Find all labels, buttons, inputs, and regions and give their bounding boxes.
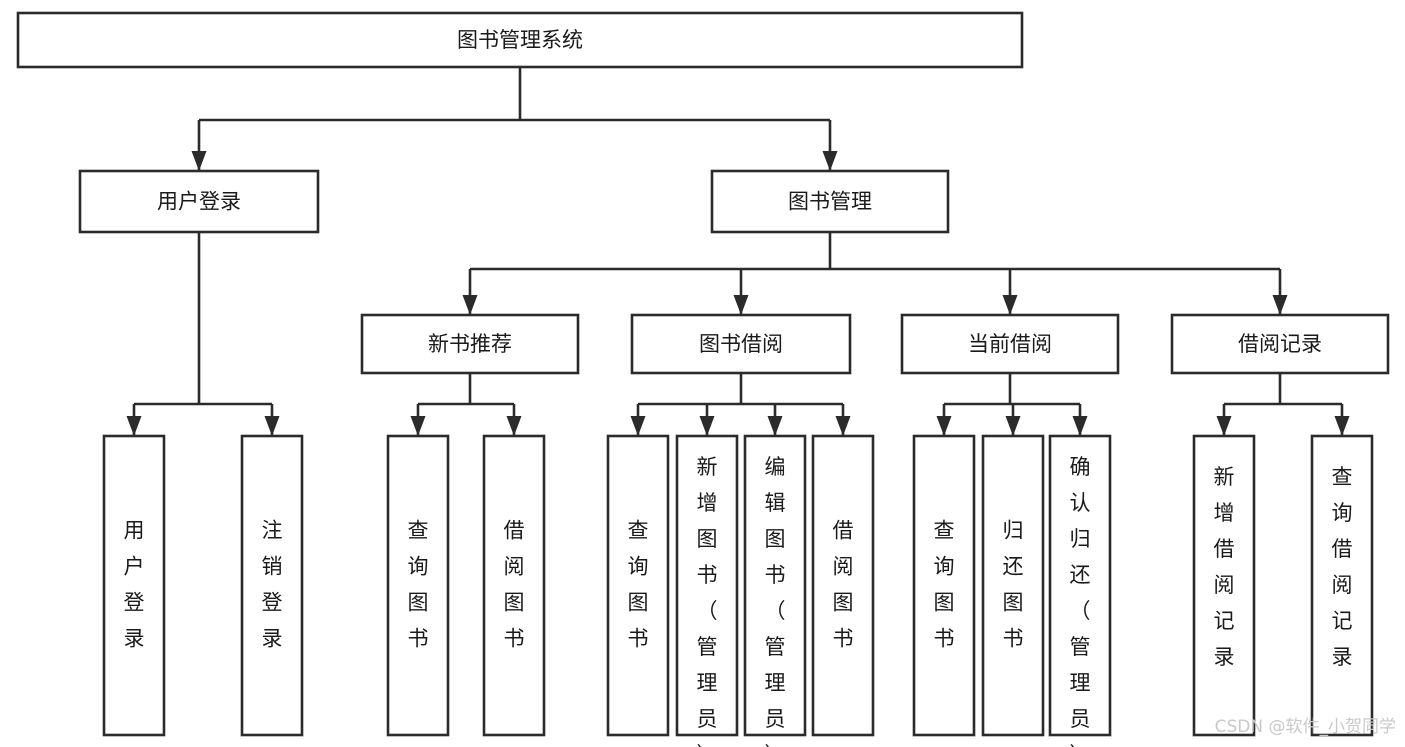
node-leaf-0[interactable]: 用户登录: [102, 434, 166, 737]
node-label: 借阅记录: [1238, 332, 1322, 356]
node-leaf-12[interactable]: 查询借阅记录: [1310, 434, 1374, 737]
arrow-head-icon: [822, 151, 838, 171]
node-leaf-1[interactable]: 注销登录: [240, 434, 304, 737]
node-label-vertical: 借阅图书: [504, 519, 525, 651]
arrow-head-icon: [1002, 295, 1018, 315]
node-label-vertical: 用户登录: [124, 519, 145, 651]
node-level3-2[interactable]: 当前借阅: [900, 313, 1120, 375]
node-box: [240, 434, 304, 737]
node-leaf-9[interactable]: 归还图书: [981, 434, 1045, 737]
node-label-vertical: 编辑图书（管理员）: [765, 455, 786, 747]
node-box: [386, 434, 450, 737]
arrow-head-icon: [506, 416, 522, 436]
node-box: [981, 434, 1045, 737]
node-box: [630, 313, 852, 375]
arrow-head-icon: [191, 151, 207, 171]
node-leaf-4[interactable]: 查询图书: [606, 434, 670, 737]
node-level3-3[interactable]: 借阅记录: [1170, 313, 1390, 375]
arrow-head-icon: [462, 295, 478, 315]
arrow-head-icon: [1272, 295, 1288, 315]
node-leaf-7[interactable]: 借阅图书: [811, 434, 875, 737]
node-level3-1[interactable]: 图书借阅: [630, 313, 852, 375]
node-box: [1170, 313, 1390, 375]
arrow-head-icon: [410, 416, 426, 436]
node-label-vertical: 借阅图书: [833, 519, 854, 651]
node-label-vertical: 新增借阅记录: [1214, 465, 1235, 669]
node-leaf-8[interactable]: 查询图书: [912, 434, 976, 737]
node-box: [1048, 434, 1112, 737]
connector-layer: [126, 67, 1350, 436]
node-leaf-3[interactable]: 借阅图书: [482, 434, 546, 737]
node-level2-1[interactable]: 图书管理: [710, 169, 950, 234]
node-leaf-2[interactable]: 查询图书: [386, 434, 450, 737]
node-label: 图书借阅: [699, 332, 783, 356]
node-box: [606, 434, 670, 737]
node-label-vertical: 查询图书: [628, 519, 649, 651]
csdn-watermark: CSDN @软件_小贺同学: [1215, 717, 1396, 737]
node-box: [912, 434, 976, 737]
node-leaf-11[interactable]: 新增借阅记录: [1192, 434, 1256, 737]
node-leaf-6[interactable]: 编辑图书（管理员）: [743, 434, 807, 747]
node-box: [482, 434, 546, 737]
node-label-vertical: 查询借阅记录: [1332, 465, 1353, 669]
node-box: [1192, 434, 1256, 737]
node-leaf-5[interactable]: 新增图书（管理员）: [675, 434, 739, 747]
arrow-head-icon: [936, 416, 952, 436]
node-box: [743, 434, 807, 737]
node-label: 用户登录: [157, 190, 241, 214]
arrow-head-icon: [699, 416, 715, 436]
node-box: [16, 11, 1024, 69]
arrow-head-icon: [733, 295, 749, 315]
node-label: 图书管理系统: [457, 28, 583, 52]
arrow-head-icon: [264, 416, 280, 436]
arrow-head-icon: [630, 416, 646, 436]
node-label: 图书管理: [788, 190, 872, 214]
node-label-vertical: 查询图书: [934, 519, 955, 651]
node-box: [900, 313, 1120, 375]
node-box: [102, 434, 166, 737]
node-label-vertical: 归还图书: [1003, 519, 1024, 651]
node-box: [710, 169, 950, 234]
node-label-vertical: 新增图书（管理员）: [697, 455, 718, 747]
node-box: [811, 434, 875, 737]
node-label: 新书推荐: [428, 332, 512, 356]
node-label-vertical: 确认归还（管理员）: [1070, 455, 1091, 747]
node-level3-0[interactable]: 新书推荐: [360, 313, 580, 375]
node-box: [78, 169, 320, 234]
node-label: 当前借阅: [968, 332, 1052, 356]
arrow-head-icon: [1216, 416, 1232, 436]
arrow-head-icon: [1005, 416, 1021, 436]
node-root[interactable]: 图书管理系统: [16, 11, 1024, 69]
node-box: [675, 434, 739, 737]
node-box: [360, 313, 580, 375]
arrow-head-icon: [126, 416, 142, 436]
node-label-vertical: 查询图书: [408, 519, 429, 651]
node-layer: 图书管理系统用户登录图书管理新书推荐图书借阅当前借阅借阅记录用户登录注销登录查询…: [16, 11, 1390, 747]
arrow-head-icon: [1072, 416, 1088, 436]
node-leaf-10[interactable]: 确认归还（管理员）: [1048, 434, 1112, 747]
arrow-head-icon: [1334, 416, 1350, 436]
node-level2-0[interactable]: 用户登录: [78, 169, 320, 234]
node-label-vertical: 注销登录: [262, 519, 283, 651]
node-box: [1310, 434, 1374, 737]
arrow-head-icon: [835, 416, 851, 436]
arrow-head-icon: [767, 416, 783, 436]
